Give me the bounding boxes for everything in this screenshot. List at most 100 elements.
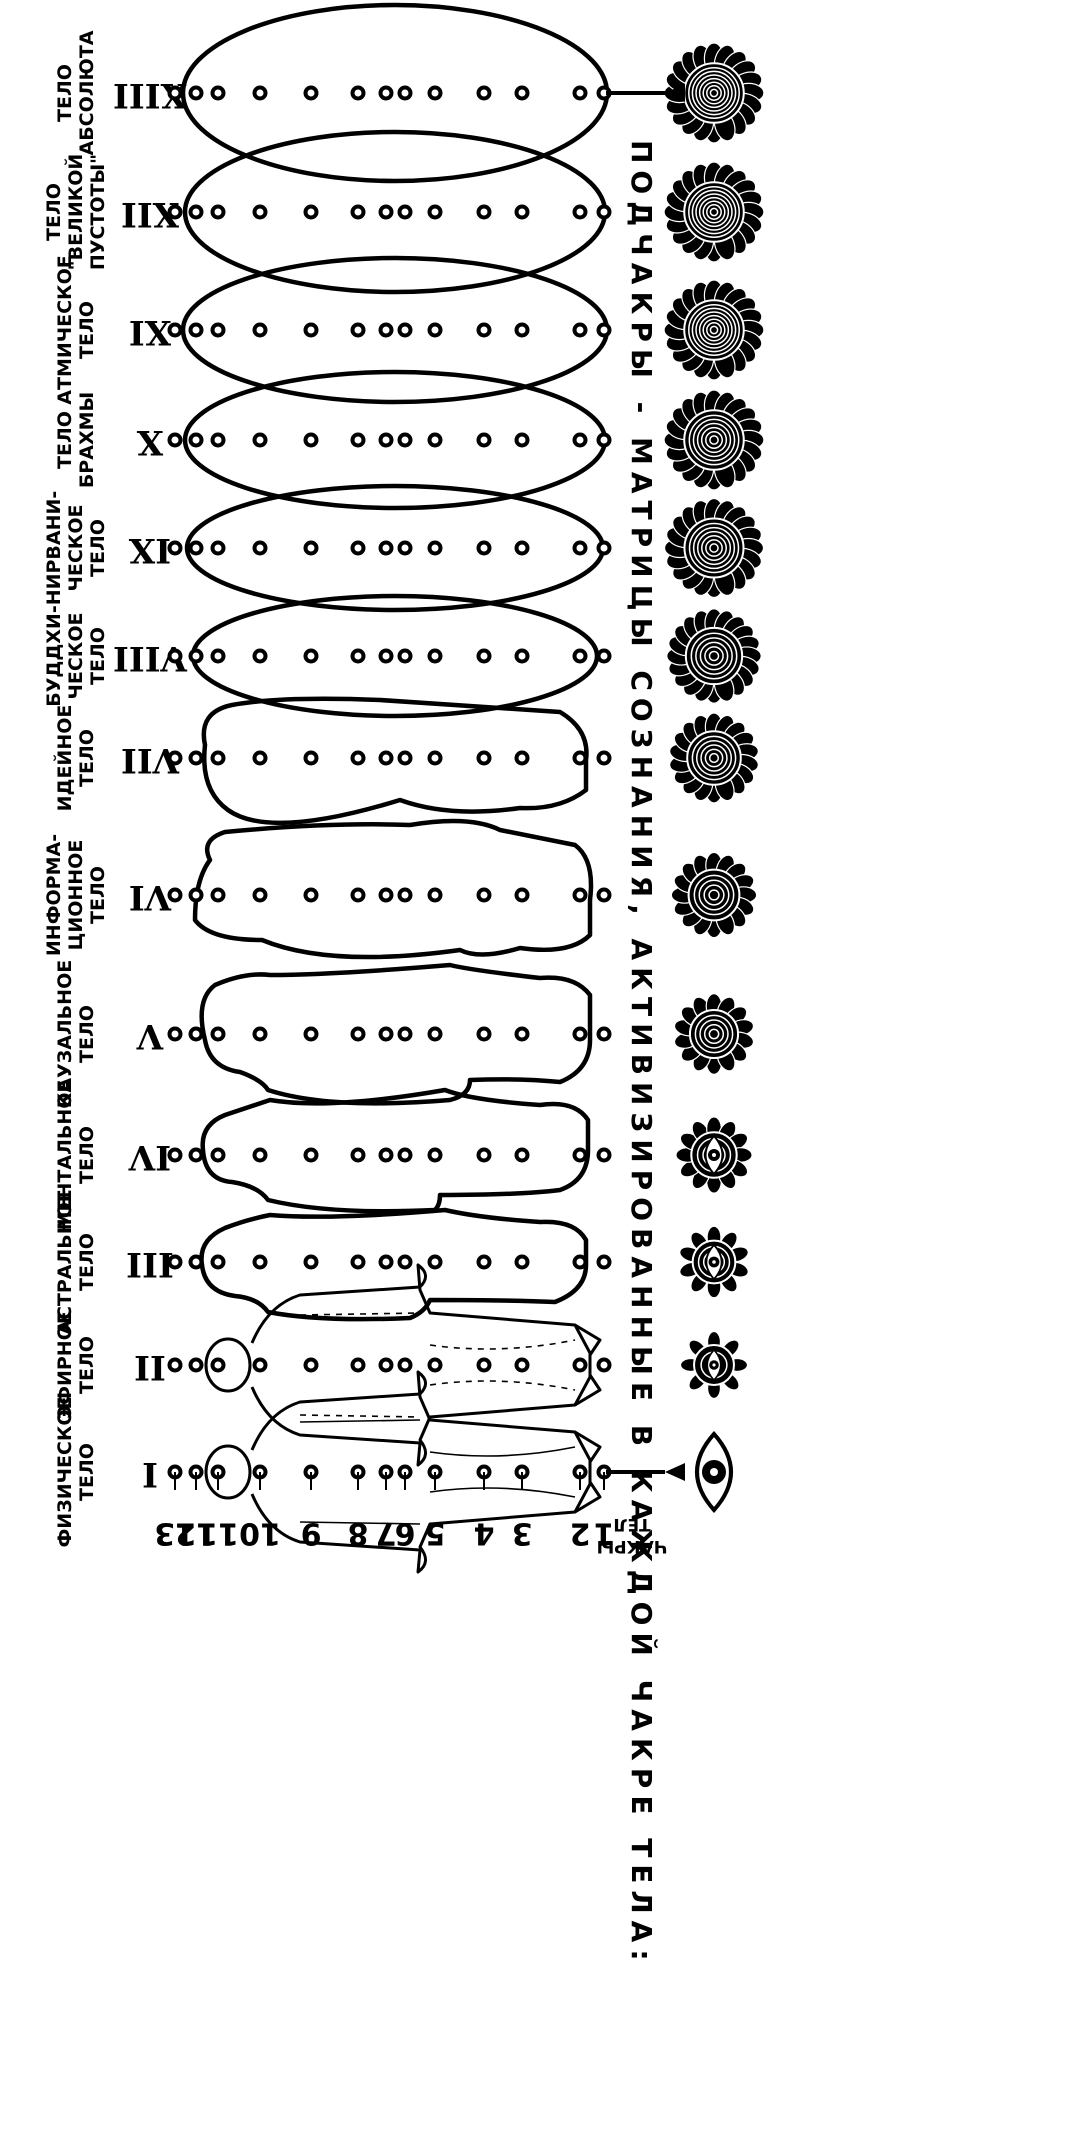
chakra-number-7: 7 — [376, 1516, 397, 1551]
chakra-point — [213, 1150, 224, 1161]
chakra-point — [381, 207, 392, 218]
chakra-point — [517, 753, 528, 764]
chakra-point — [306, 435, 317, 446]
chakra-point — [479, 890, 490, 901]
body-label-13: ТЕЛОАБСОЛЮТА — [54, 30, 98, 155]
body-outline-6 — [195, 821, 591, 957]
chakra-point — [517, 325, 528, 336]
chakra-point — [430, 207, 441, 218]
subchakra-lotus-2 — [681, 1332, 748, 1399]
chakra-point — [400, 1360, 411, 1371]
subchakra-lotus-1 — [697, 1434, 731, 1510]
body-name: АТМИЧЕСКОЕТЕЛО — [54, 255, 98, 404]
chakra-point — [430, 1150, 441, 1161]
chakra-point — [479, 435, 490, 446]
chakra-point — [381, 325, 392, 336]
chakra-point — [255, 543, 266, 554]
subchakra-lotus-7 — [668, 713, 759, 803]
chakra-point — [381, 88, 392, 99]
chakra-point — [575, 1360, 586, 1371]
chakra-point — [599, 1029, 610, 1040]
chakra-point — [353, 890, 364, 901]
chakra-point — [517, 1029, 528, 1040]
chakra-point — [400, 651, 411, 662]
body-label-11: АТМИЧЕСКОЕТЕЛО — [54, 255, 98, 404]
chakra-point — [430, 325, 441, 336]
body-outlines — [183, 5, 607, 1319]
chakra-point — [381, 1150, 392, 1161]
chakra-point — [255, 325, 266, 336]
chakra-point — [517, 88, 528, 99]
body-label-5: КАУЗАЛЬНОЕТЕЛО — [54, 960, 98, 1108]
chakra-point — [575, 207, 586, 218]
chakra-point — [517, 1150, 528, 1161]
chakra-points — [170, 88, 610, 1478]
chakra-point — [430, 1257, 441, 1268]
chakra-point — [213, 890, 224, 901]
chakra-point — [255, 651, 266, 662]
chakra-point — [575, 651, 586, 662]
chakra-point — [430, 543, 441, 554]
chakra-point — [400, 207, 411, 218]
chakra-point — [517, 207, 528, 218]
chakra-point — [599, 651, 610, 662]
chakra-point — [599, 1150, 610, 1161]
body-numeral-3: III — [126, 1244, 174, 1284]
chakra-point — [599, 1360, 610, 1371]
chakra-point — [306, 1150, 317, 1161]
chakra-point — [353, 1150, 364, 1161]
subchakra-lotus-5 — [673, 994, 755, 1075]
body-name: ТЕЛОАБСОЛЮТА — [54, 30, 98, 155]
chakra-point — [191, 1150, 202, 1161]
chakra-point — [170, 207, 181, 218]
chakra-point — [517, 435, 528, 446]
chakra-number-8: 8 — [348, 1516, 369, 1551]
chakra-point — [430, 88, 441, 99]
chakra-point — [479, 1360, 490, 1371]
chakra-point — [170, 325, 181, 336]
chakra-point — [400, 435, 411, 446]
chakra-point — [479, 543, 490, 554]
chakra-point — [599, 435, 610, 446]
chakra-point — [353, 207, 364, 218]
chakra-point — [213, 435, 224, 446]
chakra-point — [479, 207, 490, 218]
chakra-point — [306, 325, 317, 336]
chakra-point — [191, 543, 202, 554]
chakra-number-4: 4 — [474, 1516, 495, 1551]
subchakra-lotus-8 — [666, 608, 761, 703]
chakra-point — [599, 753, 610, 764]
chakra-point — [517, 543, 528, 554]
chakra-point — [306, 651, 317, 662]
chakra-point — [255, 1150, 266, 1161]
chakra-point — [599, 890, 610, 901]
chakra-point — [400, 753, 411, 764]
chakra-point — [353, 651, 364, 662]
chakra-number-3: 3 — [512, 1516, 533, 1551]
chakra-point — [479, 88, 490, 99]
chakra-point — [479, 325, 490, 336]
chakra-point — [479, 753, 490, 764]
chakra-point — [213, 207, 224, 218]
chakra-point — [400, 88, 411, 99]
body-label-10: ТЕЛОБРАХМЫ — [54, 392, 98, 488]
chakra-number-5: 5 — [425, 1516, 446, 1551]
chakra-point — [575, 325, 586, 336]
chakra-point — [430, 1360, 441, 1371]
chakra-point — [575, 890, 586, 901]
body-label-9: НИРВАНИ-ЧЕСКОЕТЕЛО — [43, 491, 109, 606]
chakra-point — [170, 435, 181, 446]
chakra-point — [599, 207, 610, 218]
body-name: НИРВАНИ-ЧЕСКОЕТЕЛО — [43, 491, 109, 606]
chakra-point — [400, 325, 411, 336]
chakra-point — [213, 88, 224, 99]
chakra-point — [170, 890, 181, 901]
subchakra-lotus-12 — [664, 162, 765, 263]
body-numeral-6: VI — [129, 877, 172, 917]
chakra-point — [575, 1257, 586, 1268]
chakra-point — [255, 435, 266, 446]
chakra-point — [479, 1257, 490, 1268]
chakra-point — [213, 1029, 224, 1040]
chakra-point — [430, 753, 441, 764]
